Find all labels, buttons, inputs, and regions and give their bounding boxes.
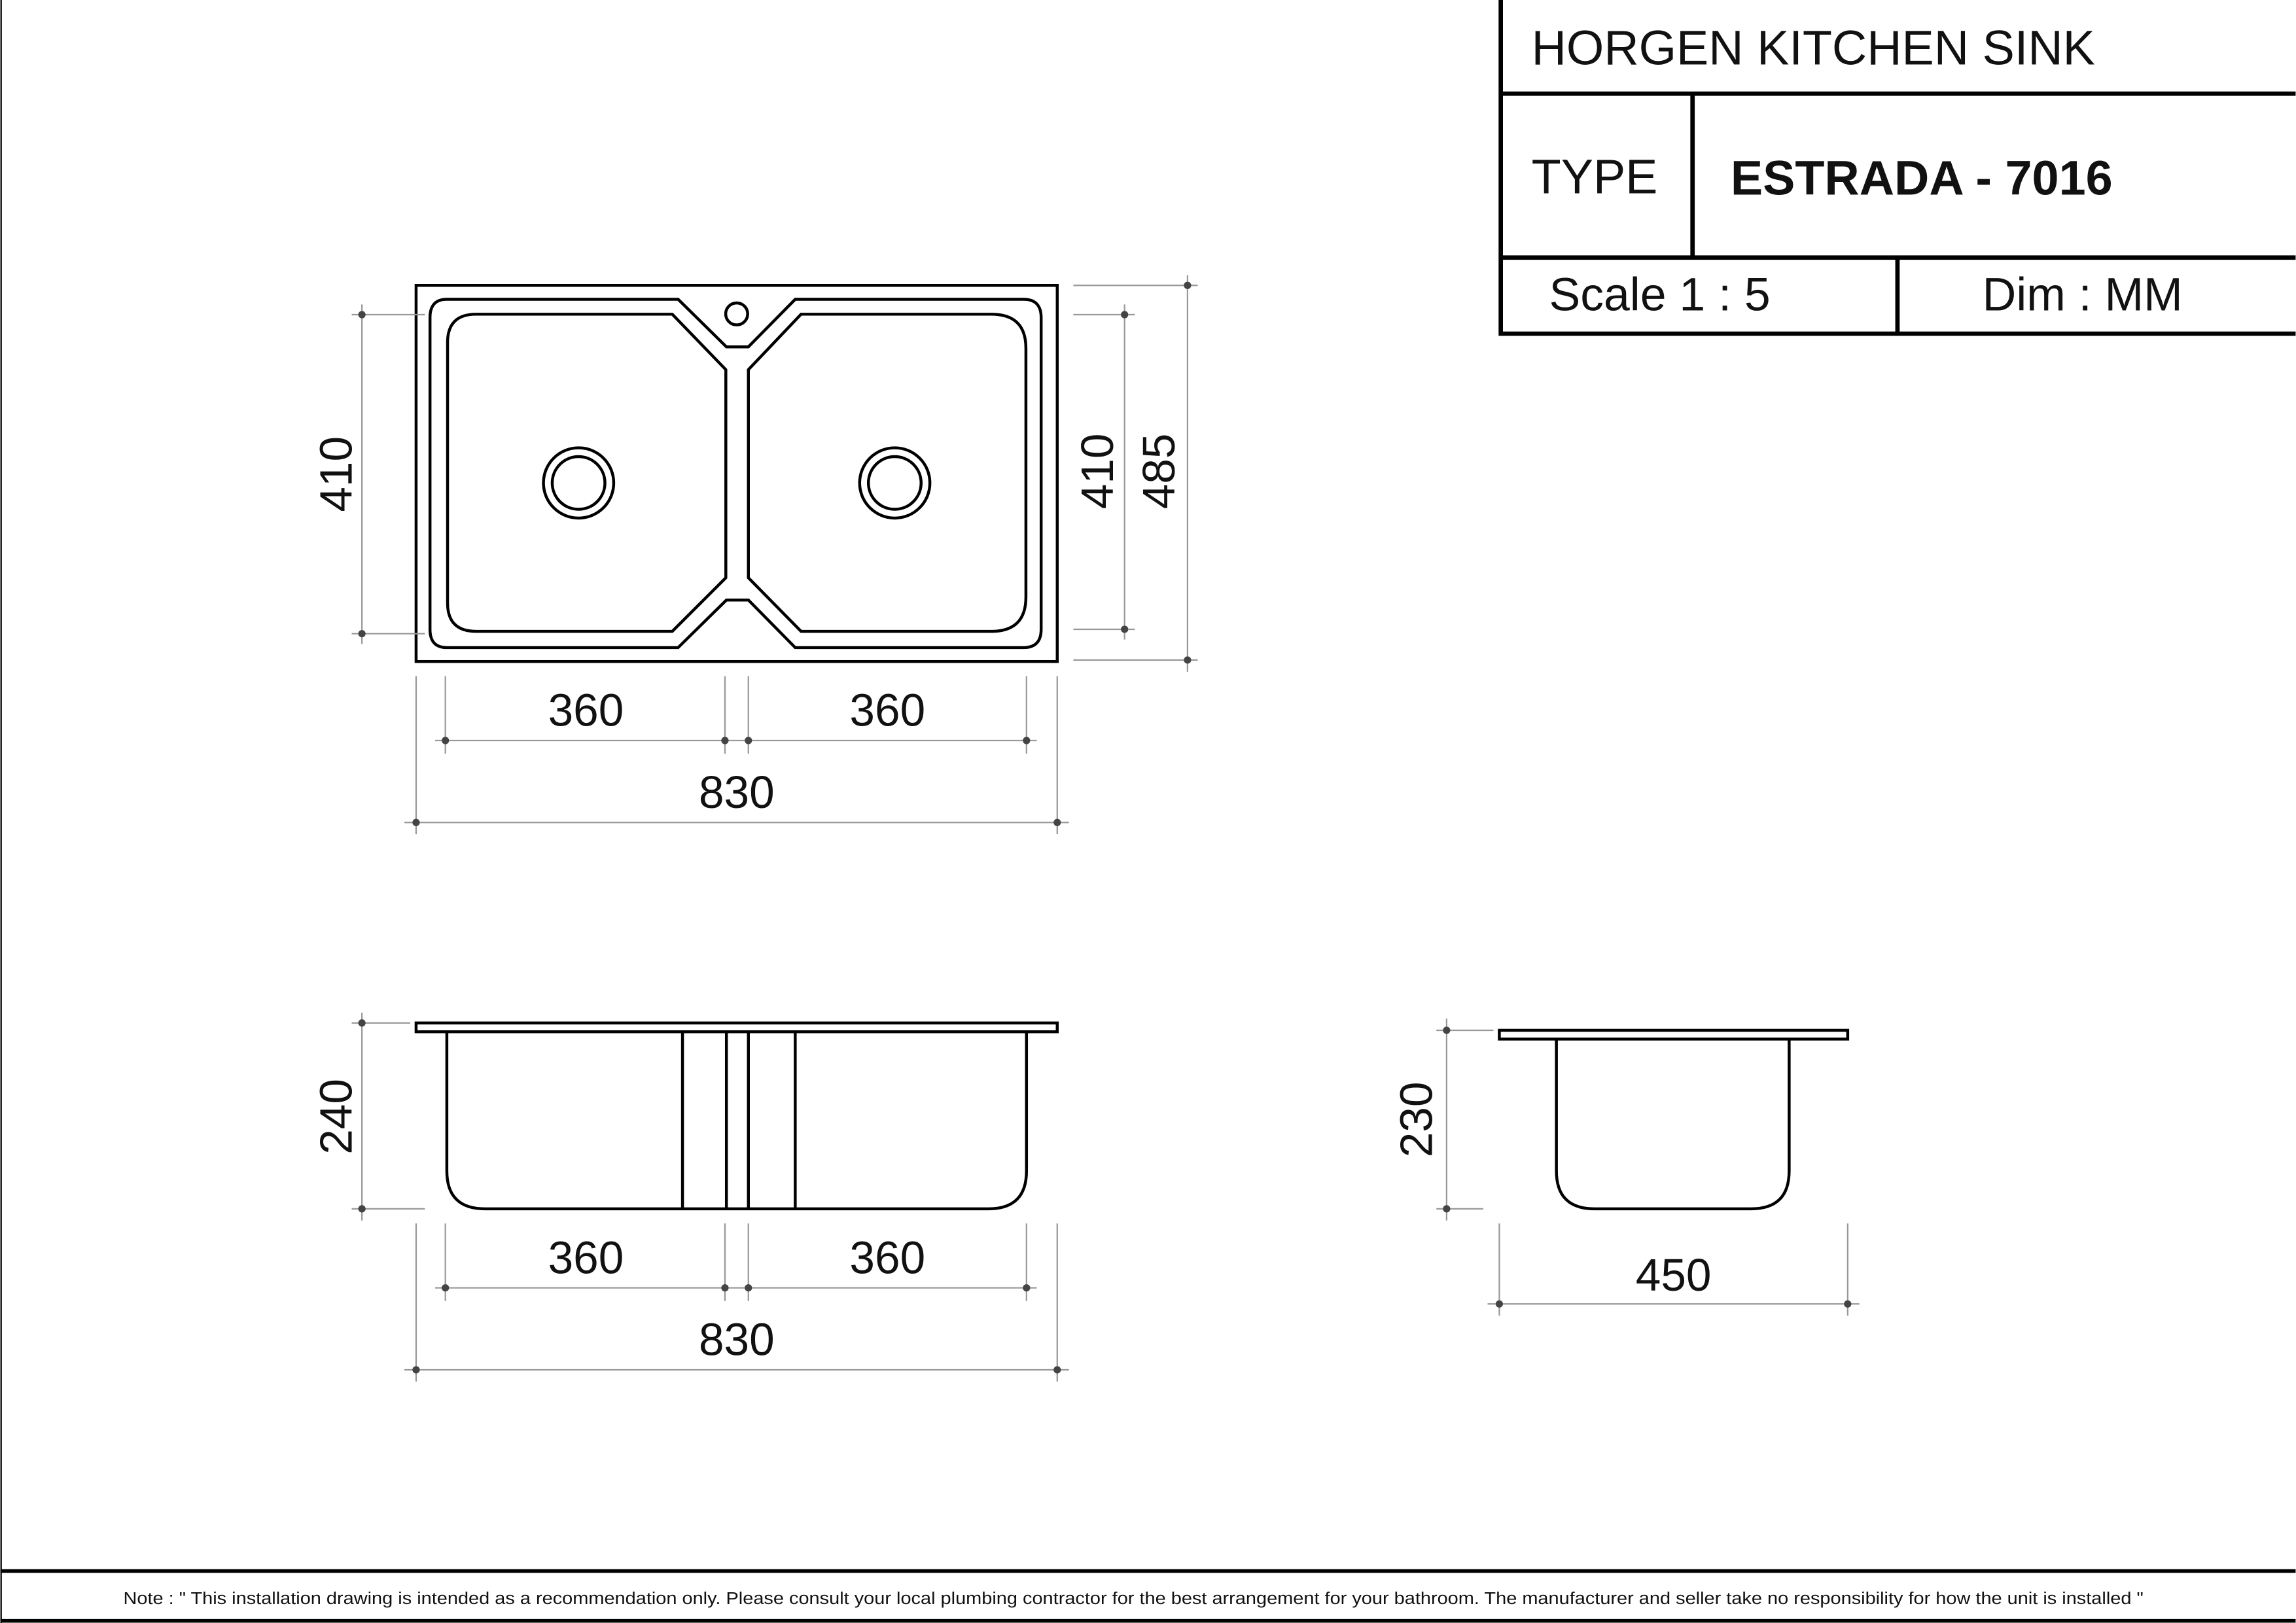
outer-bowl-contour <box>428 298 1043 650</box>
dim-front-overall-width: 830 <box>699 1314 775 1365</box>
side-view-dimensions: 230 450 <box>1391 1019 1860 1316</box>
product-title: HORGEN KITCHEN SINK <box>1532 20 2095 75</box>
left-bowl <box>446 313 728 633</box>
title-block: HORGEN KITCHEN SINK TYPE ESTRADA - 7016 … <box>1498 0 2296 336</box>
dim-overall-depth: 485 <box>1133 434 1184 510</box>
type-value: ESTRADA - 7016 <box>1731 151 2113 205</box>
footer: Note : " This installation drawing is in… <box>0 1569 2296 1623</box>
sink-top-view <box>414 284 1059 663</box>
dim-left-bowl-depth: 410 <box>310 436 361 512</box>
right-drain-inner <box>866 455 923 511</box>
dim-overall-width: 830 <box>699 767 775 818</box>
dim-front-left-width: 360 <box>548 1232 624 1283</box>
tap-hole <box>724 301 749 326</box>
dim-side-height: 230 <box>1391 1082 1442 1158</box>
dim-front-height: 240 <box>310 1079 361 1155</box>
sink-front-view <box>414 1021 1059 1211</box>
front-view-dimensions: 240 360 360 830 <box>310 1013 1069 1382</box>
type-label: TYPE <box>1532 149 1658 203</box>
right-drain-outer <box>858 446 932 520</box>
scale-label: Scale 1 : 5 <box>1549 268 1770 321</box>
right-bowl <box>747 313 1028 633</box>
dim-front-right-width: 360 <box>849 1232 925 1283</box>
left-drain-outer <box>542 446 616 520</box>
left-drain-inner <box>550 455 607 511</box>
disclaimer-note: Note : " This installation drawing is in… <box>123 1590 2143 1608</box>
top-view-dimensions: 410 410 485 360 360 830 <box>310 275 1198 835</box>
dim-side-width: 450 <box>1636 1249 1712 1300</box>
dim-units-label: Dim : MM <box>1983 268 2183 321</box>
dim-left-bowl-width: 360 <box>548 685 624 736</box>
sink-side-view <box>1498 1028 1850 1211</box>
dim-right-bowl-width: 360 <box>849 685 925 736</box>
dim-right-bowl-depth: 410 <box>1072 434 1123 510</box>
